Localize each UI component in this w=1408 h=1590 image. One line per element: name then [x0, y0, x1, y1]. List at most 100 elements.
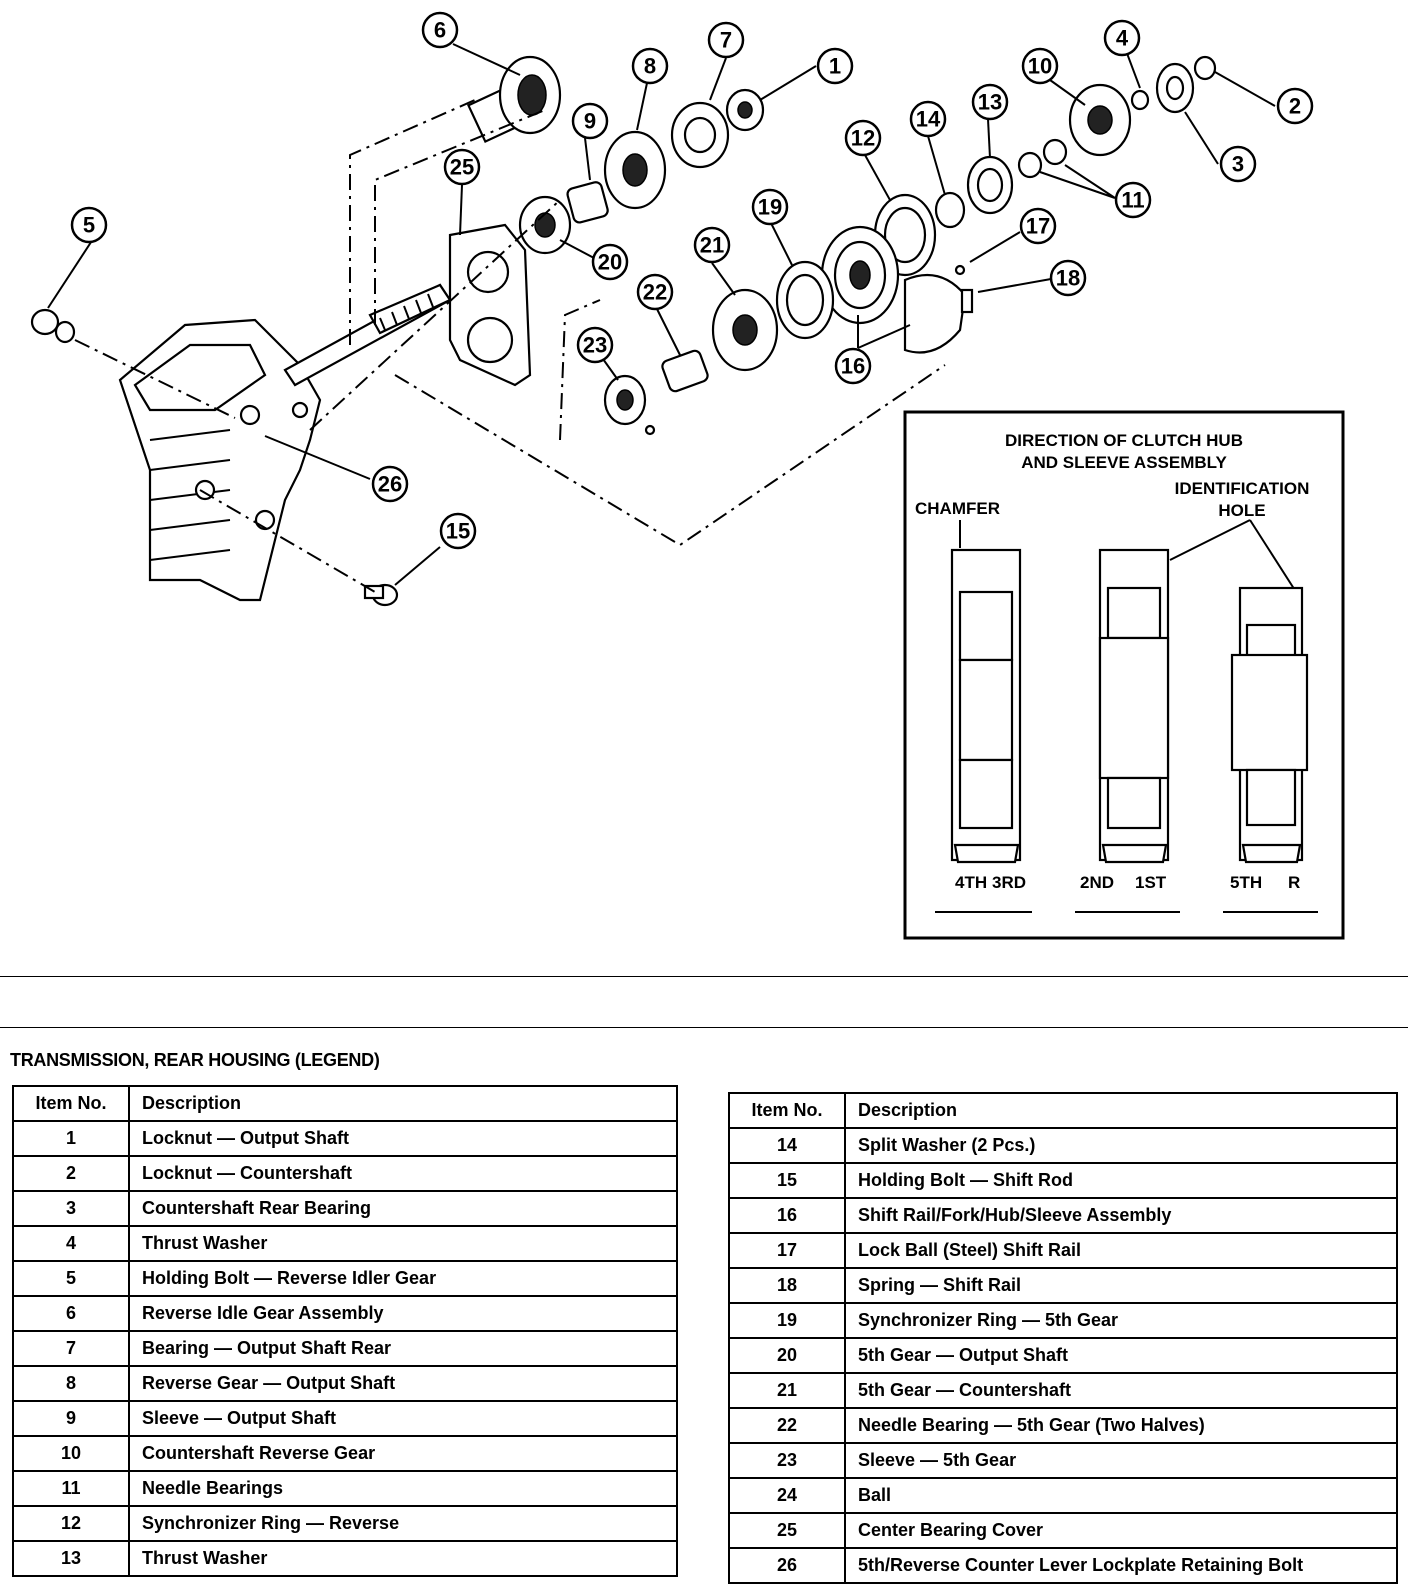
callout-3: 3	[1219, 145, 1257, 183]
assembly-4th-3rd-left: 4TH	[955, 873, 987, 892]
item-description: Thrust Washer	[128, 1540, 678, 1577]
item-number: 16	[728, 1197, 846, 1234]
svg-text:1: 1	[829, 54, 841, 79]
item-description: Countershaft Rear Bearing	[128, 1190, 678, 1227]
item-description: 5th Gear — Countershaft	[844, 1372, 1398, 1409]
callout-18: 18	[1049, 259, 1087, 297]
svg-text:4: 4	[1116, 26, 1129, 51]
item-number: 10	[12, 1435, 130, 1472]
item-number: 12	[12, 1505, 130, 1542]
reverse-idle-gear	[466, 55, 562, 144]
center-bearing-cover	[448, 223, 532, 387]
item-number: 14	[728, 1127, 846, 1164]
svg-text:14: 14	[916, 107, 941, 132]
callout-23: 23	[576, 326, 614, 364]
item-description: Locknut — Countershaft	[128, 1155, 678, 1192]
item-description: Needle Bearings	[128, 1470, 678, 1507]
alignment-lines	[74, 99, 946, 593]
svg-text:10: 10	[1028, 54, 1052, 79]
assembly-2nd-1st-right: 1ST	[1135, 873, 1167, 892]
output-shaft	[283, 283, 452, 387]
chamfer-label: CHAMFER	[915, 499, 1000, 518]
callout-5: 5	[70, 206, 108, 244]
item-number: 20	[728, 1337, 846, 1374]
svg-text:3: 3	[1232, 152, 1244, 177]
item-description: Synchronizer Ring — Reverse	[128, 1505, 678, 1542]
svg-text:2: 2	[1289, 94, 1301, 119]
gear-train-parts	[518, 55, 1217, 436]
legend-title: TRANSMISSION, REAR HOUSING (LEGEND)	[10, 1050, 380, 1070]
item-description: Reverse Idle Gear Assembly	[128, 1295, 678, 1332]
item-number: 19	[728, 1302, 846, 1339]
callout-16: 16	[834, 347, 872, 385]
item-number: 22	[728, 1407, 846, 1444]
col-header-item: Item No.	[12, 1085, 130, 1122]
callout-7: 7	[707, 21, 745, 59]
col-header-description: Description	[128, 1085, 678, 1122]
item-number: 13	[12, 1540, 130, 1577]
divider-bottom	[0, 1027, 1408, 1028]
item-number: 8	[12, 1365, 130, 1402]
item-number: 21	[728, 1372, 846, 1409]
callout-26: 26	[371, 465, 409, 503]
item-description: Sleeve — Output Shaft	[128, 1400, 678, 1437]
svg-text:19: 19	[758, 195, 782, 220]
item-description: Spring — Shift Rail	[844, 1267, 1398, 1304]
item-number: 2	[12, 1155, 130, 1192]
col-header-description: Description	[844, 1092, 1398, 1129]
svg-text:22: 22	[643, 280, 667, 305]
item-description: 5th Gear — Output Shaft	[844, 1337, 1398, 1374]
callout-19: 19	[751, 188, 789, 226]
assembly-5th-r-right: R	[1288, 873, 1300, 892]
item-description: Shift Rail/Fork/Hub/Sleeve Assembly	[844, 1197, 1398, 1234]
assembly-4th-3rd: 4TH 3RD	[935, 548, 1032, 913]
assembly-2nd-1st-left: 2ND	[1080, 873, 1114, 892]
item-number: 15	[728, 1162, 846, 1199]
divider-top	[0, 976, 1408, 977]
id-hole-label-line2: HOLE	[1218, 501, 1265, 520]
item-description: Synchronizer Ring — 5th Gear	[844, 1302, 1398, 1339]
callout-13: 13	[971, 83, 1009, 121]
legend-header-row: Item No. Description	[12, 1085, 678, 1122]
callout-2: 2	[1276, 87, 1314, 125]
svg-text:5: 5	[83, 213, 95, 238]
svg-text:21: 21	[700, 233, 724, 258]
item-number: 18	[728, 1267, 846, 1304]
svg-text:12: 12	[851, 126, 875, 151]
item-number: 6	[12, 1295, 130, 1332]
svg-text:16: 16	[841, 354, 865, 379]
callout-25: 25	[443, 148, 481, 186]
item-description: Holding Bolt — Shift Rod	[844, 1162, 1398, 1199]
callout-8: 8	[631, 47, 669, 85]
item-description: Center Bearing Cover	[844, 1512, 1398, 1549]
col-header-item: Item No.	[728, 1092, 846, 1129]
clutch-hub-inset: DIRECTION OF CLUTCH HUB AND SLEEVE ASSEM…	[903, 410, 1345, 940]
item-number: 1	[12, 1120, 130, 1157]
item-number: 23	[728, 1442, 846, 1479]
item-description: Sleeve — 5th Gear	[844, 1442, 1398, 1479]
item-description: 5th/Reverse Counter Lever Lockplate Reta…	[844, 1547, 1398, 1584]
svg-text:25: 25	[450, 155, 474, 180]
callout-11: 11	[1114, 181, 1152, 219]
item-description: Countershaft Reverse Gear	[128, 1435, 678, 1472]
svg-text:18: 18	[1056, 266, 1080, 291]
